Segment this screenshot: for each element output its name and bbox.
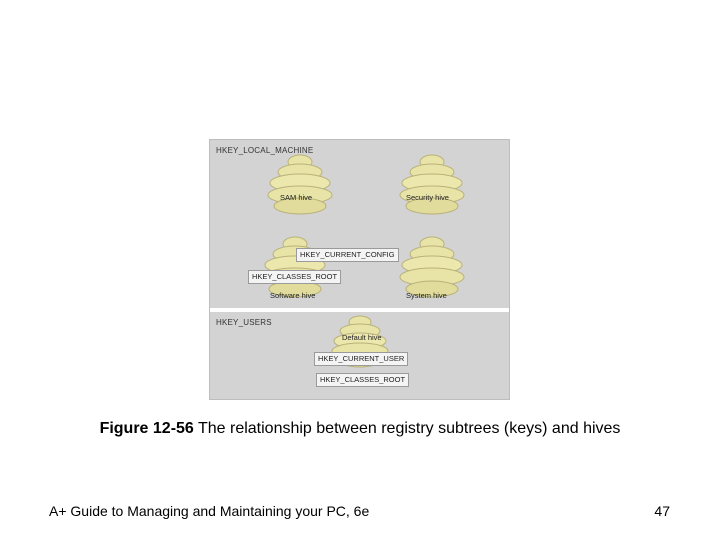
sam-hive-label: SAM hive: [280, 193, 313, 202]
system-hive-label: System hive: [406, 291, 447, 300]
figure-caption: Figure 12-56 The relationship between re…: [0, 420, 720, 438]
security-hive-label: Security hive: [406, 193, 449, 202]
hive-shape: [267, 154, 333, 215]
software-hive-label: Software hive: [270, 291, 316, 300]
hku-panel-label: HKEY_USERS: [216, 318, 272, 327]
classes-root-key-box-bottom: HKEY_CLASSES_ROOT: [316, 373, 410, 387]
current-user-key-box: HKEY_CURRENT_USER: [314, 352, 409, 366]
footer-book-title: A+ Guide to Managing and Maintaining you…: [49, 503, 370, 519]
sam-hive-icon: [260, 150, 340, 220]
hklm-panel-label: HKEY_LOCAL_MACHINE: [216, 146, 314, 155]
default-hive-label: Default hive: [342, 333, 382, 342]
registry-hives-figure: HKEY_LOCAL_MACHINE SAM hive Security hiv…: [209, 139, 510, 400]
hive-shape: [399, 236, 465, 298]
hive-shape: [399, 154, 465, 215]
security-hive-icon: [392, 150, 472, 220]
footer-page-number: 47: [654, 503, 670, 519]
system-hive-icon: [392, 232, 472, 304]
figure-caption-text: The relationship between registry subtre…: [193, 420, 621, 437]
classes-root-key-box-top: HKEY_CLASSES_ROOT: [248, 270, 342, 284]
panel-divider: [210, 308, 509, 312]
current-config-key-box: HKEY_CURRENT_CONFIG: [296, 248, 399, 262]
figure-number: Figure 12-56: [99, 420, 194, 437]
